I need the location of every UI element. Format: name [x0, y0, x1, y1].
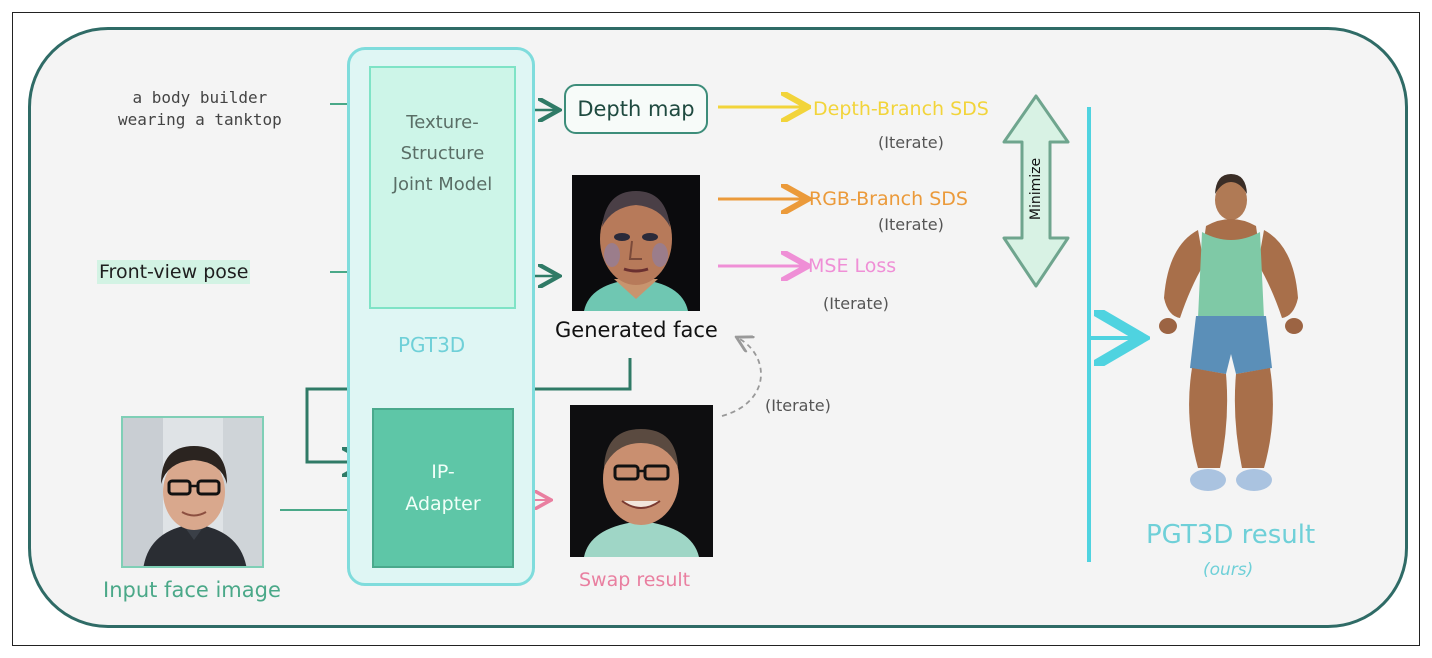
swap-result-label: Swap result — [579, 569, 691, 591]
generated-face-label: Generated face — [555, 318, 718, 342]
result-sub-label: (ours) — [1203, 560, 1254, 580]
depth-branch-sds-label: Depth-Branch SDS — [813, 98, 989, 120]
pgt3d-result-image — [1146, 168, 1316, 504]
iterate-label-swap: (Iterate) — [765, 396, 831, 415]
iterate-label-mse: (Iterate) — [823, 294, 889, 313]
input-face-label: Input face image — [103, 578, 281, 602]
minimize-label: Minimize — [1028, 157, 1044, 221]
mse-loss-label: MSE Loss — [808, 255, 897, 277]
pgt3d-label: PGT3D — [398, 333, 466, 357]
arrow-face-to-adapter — [305, 358, 632, 462]
rgb-branch-sds-label: RGB-Branch SDS — [809, 188, 968, 210]
ip-adapter-box: IP- Adapter — [372, 408, 514, 568]
iterate-label-rgb: (Iterate) — [878, 215, 944, 234]
iterate-label-depth: (Iterate) — [878, 133, 944, 152]
minimize-double-arrow — [1002, 94, 1070, 288]
result-label: PGT3D result — [1146, 520, 1316, 550]
input-face-image — [121, 416, 264, 568]
adapter-label: IP- Adapter — [405, 461, 481, 515]
swap-result-image — [570, 405, 713, 557]
pose-label: Front-view pose — [97, 260, 251, 284]
depth-map-box: Depth map — [564, 84, 708, 134]
depth-map-label: Depth map — [577, 97, 695, 121]
model-box-label: Texture- Structure Joint Model — [392, 112, 493, 195]
text-prompt: a body builder wearing a tanktop — [118, 88, 282, 129]
generated-face-image — [572, 175, 700, 311]
texture-structure-joint-model: Texture- Structure Joint Model — [369, 66, 516, 309]
arrow-iterate-curve — [721, 338, 762, 417]
